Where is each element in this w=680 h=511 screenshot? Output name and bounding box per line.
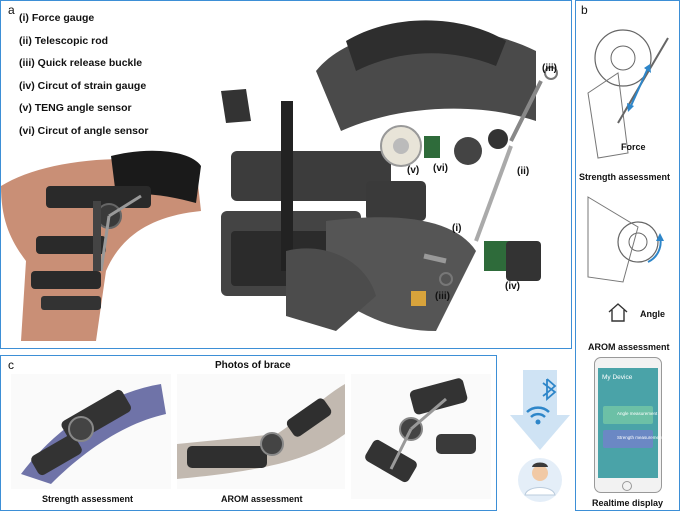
knee-brace-illustration bbox=[1, 150, 201, 341]
force-label: Force bbox=[621, 142, 646, 152]
wifi-icon bbox=[526, 406, 550, 425]
legend-item-1: (i) Force gauge bbox=[19, 12, 95, 24]
panel-c-letter: c bbox=[8, 358, 14, 372]
callout-iii-top: (iii) bbox=[542, 63, 557, 74]
callout-v: (v) bbox=[407, 165, 420, 176]
realtime-display-label: Realtime display bbox=[592, 498, 664, 508]
strength-photo bbox=[11, 374, 171, 489]
phone-title: My Device bbox=[602, 374, 633, 381]
brace-photo bbox=[351, 374, 491, 499]
wireless-link-graphic bbox=[510, 370, 570, 502]
strength-measurement-button[interactable]: Strength measurement bbox=[603, 430, 663, 448]
home-icon bbox=[608, 303, 628, 322]
doctor-avatar-icon bbox=[518, 458, 562, 502]
caption-strength: Strength assessment bbox=[42, 494, 134, 504]
panel-a: a (i) Force gauge (ii) Telescopic rod (i… bbox=[0, 0, 572, 349]
legend-item-4: (iv) Circut of strain gauge bbox=[19, 79, 147, 92]
callout-ii: (ii) bbox=[517, 166, 530, 177]
strength-assessment-label: Strength assessment bbox=[579, 172, 671, 182]
legend-item-2: (ii) Telescopic rod bbox=[19, 34, 109, 47]
panel-b-letter: b bbox=[581, 3, 588, 17]
exploded-brace-view bbox=[221, 20, 558, 331]
angle-measurement-button[interactable]: Angle measurement bbox=[603, 406, 657, 424]
callout-vi: (vi) bbox=[433, 163, 448, 174]
arom-photo bbox=[177, 374, 345, 489]
callout-i: (i) bbox=[452, 223, 462, 234]
bluetooth-icon bbox=[542, 378, 557, 401]
caption-arom: AROM assessment bbox=[221, 494, 303, 504]
force-sketch bbox=[587, 29, 669, 159]
strength-measurement-label: Strength measurement bbox=[617, 435, 663, 440]
angle-measurement-label: Angle measurement bbox=[617, 411, 658, 416]
phone-home-button bbox=[622, 481, 632, 491]
photos-title: Photos of brace bbox=[215, 360, 291, 371]
legend-item-6: (vi) Circut of angle sensor bbox=[19, 124, 149, 137]
callout-iv: (iv) bbox=[505, 281, 520, 292]
legend-item-5: (v) TENG angle sensor bbox=[19, 102, 132, 114]
legend-item-3: (iii) Quick release buckle bbox=[19, 57, 143, 69]
panel-b: b Force Strength assessment Angle AROM a… bbox=[575, 0, 680, 511]
arom-assessment-label: AROM assessment bbox=[588, 342, 670, 352]
angle-sketch bbox=[587, 196, 664, 283]
phone-screen: My Device Angle measurement Strength mea… bbox=[598, 368, 663, 478]
phone-mockup: My Device Angle measurement Strength mea… bbox=[594, 357, 663, 493]
component-legend: (i) Force gauge (ii) Telescopic rod (iii… bbox=[19, 11, 149, 146]
panel-c: c Photos of brace Strength assessment AR… bbox=[0, 355, 497, 511]
callout-iii-bottom: (iii) bbox=[435, 291, 450, 302]
panel-a-letter: a bbox=[8, 3, 15, 17]
angle-label: Angle bbox=[640, 309, 666, 319]
